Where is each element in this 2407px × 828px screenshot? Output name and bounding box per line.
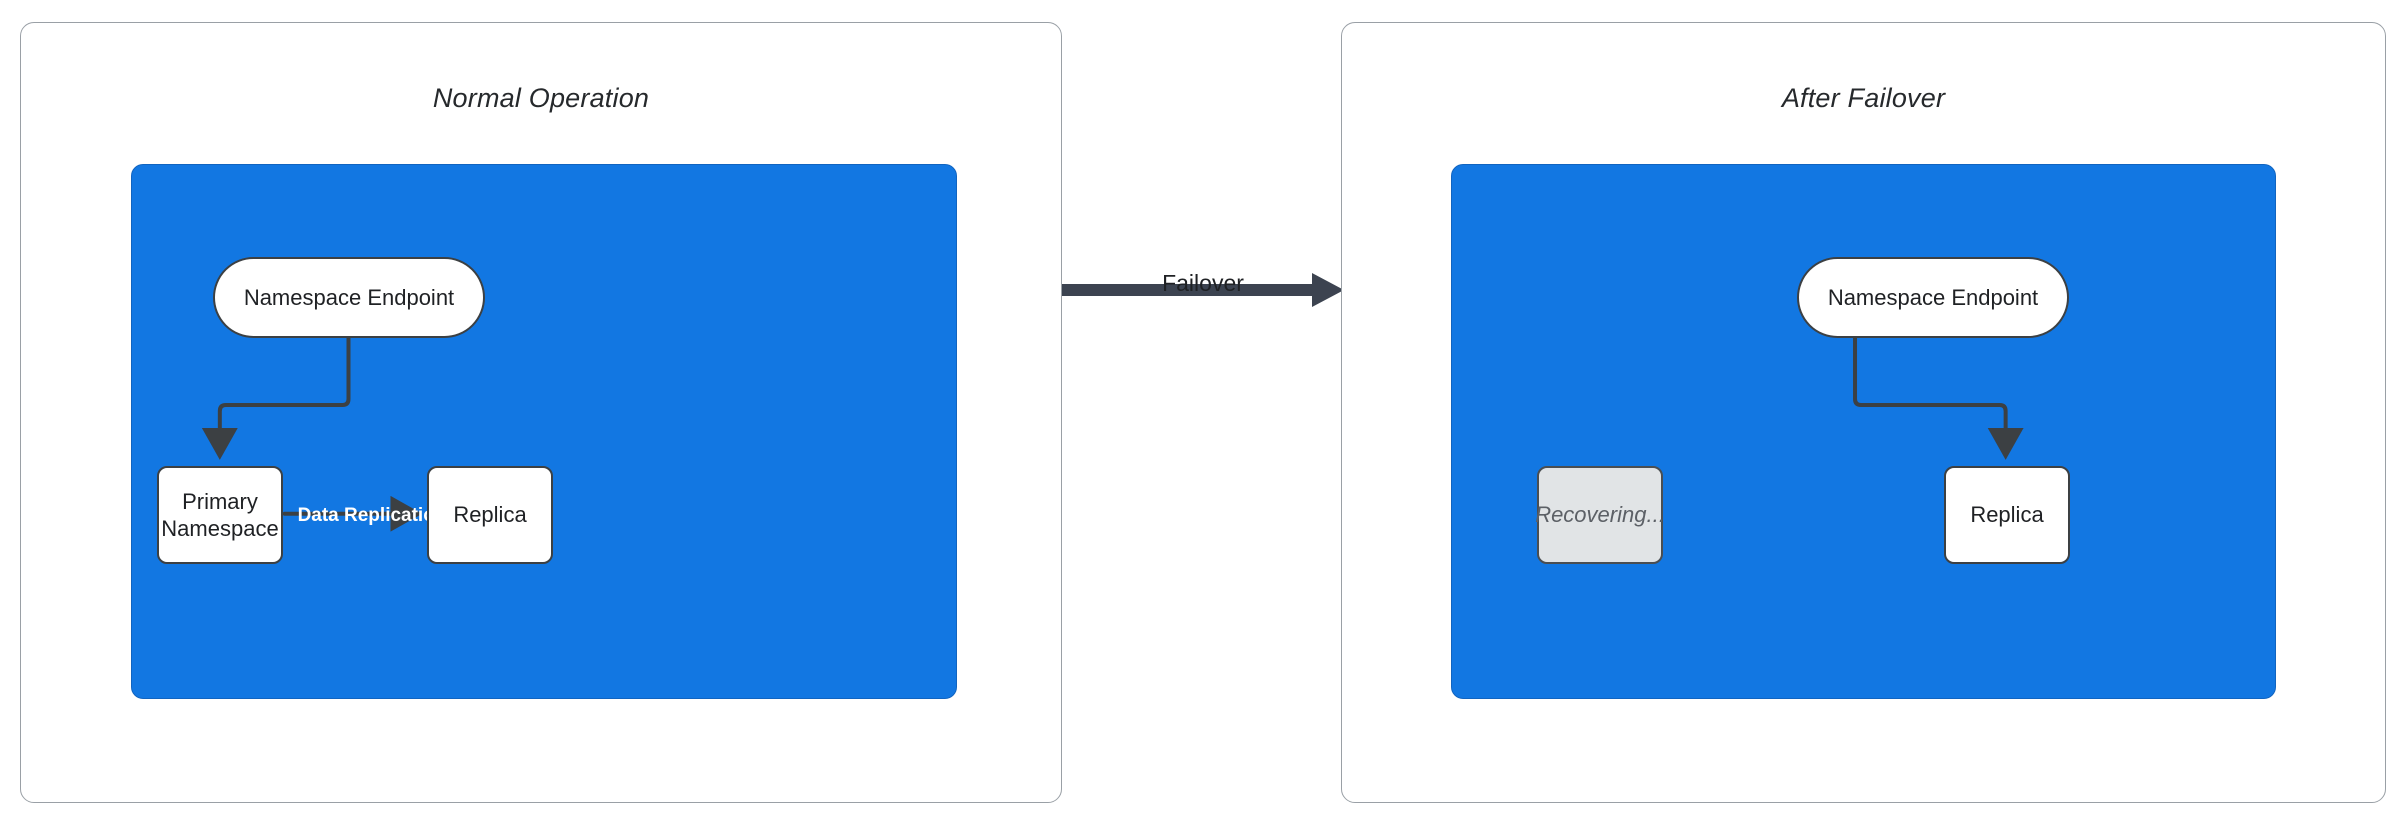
node-label: Namespace Endpoint: [1827, 284, 2039, 310]
node-label: Replica: [1970, 502, 2044, 528]
node-label-line2: Namespace: [161, 516, 279, 541]
node-namespace-endpoint-normal[interactable]: Namespace Endpoint: [213, 257, 485, 338]
failover-arrow-label: Failover: [1162, 270, 1244, 296]
panel-after-failover-title: After Failover: [1781, 83, 1946, 113]
node-label: Recovering...: [1535, 502, 1665, 528]
node-label: Replica: [453, 502, 527, 528]
edge-label-data-replication: Data Replication: [297, 505, 447, 526]
node-recovering[interactable]: Recovering...: [1535, 466, 1665, 564]
node-label-line1: Primary: [182, 488, 258, 514]
failover-transition: Failover: [1062, 240, 1344, 370]
panel-normal-operation: Normal Operation Data Replication Namesp…: [20, 22, 1062, 803]
after-failover-region: [1451, 164, 2276, 699]
failover-arrow-icon: [1062, 273, 1344, 307]
panel-after-failover: After Failover Namespace Endpoint Recove…: [1341, 22, 2386, 803]
normal-operation-region: [131, 164, 957, 699]
node-namespace-endpoint-failover[interactable]: Namespace Endpoint: [1797, 257, 2069, 338]
node-replica-failover[interactable]: Replica: [1944, 466, 2070, 564]
node-replica-normal[interactable]: Replica: [427, 466, 553, 564]
node-label: Primary Namespace: [161, 488, 278, 543]
node-label: Namespace Endpoint: [243, 284, 455, 310]
panel-normal-operation-title: Normal Operation: [432, 83, 650, 113]
node-primary-namespace[interactable]: Primary Namespace: [157, 466, 283, 564]
